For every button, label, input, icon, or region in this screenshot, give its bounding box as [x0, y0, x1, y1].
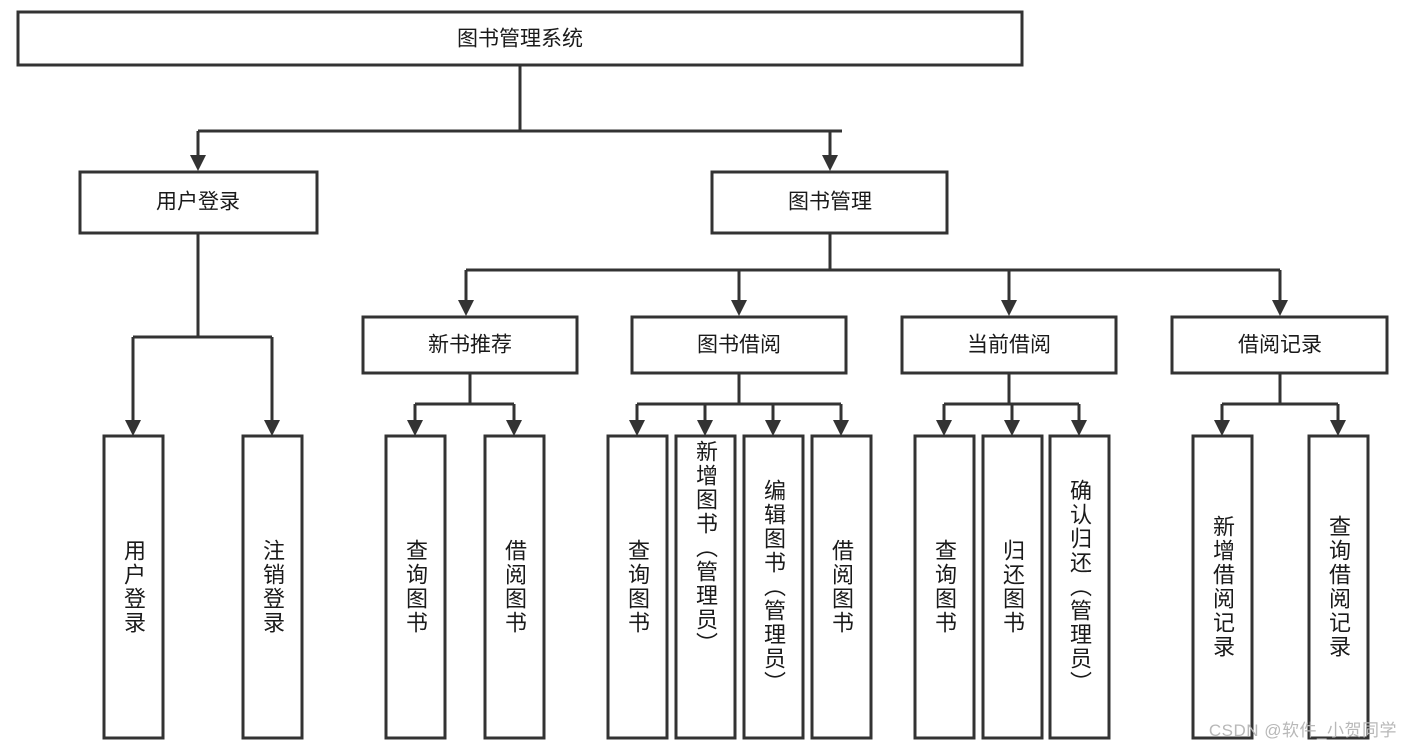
- connector-book-manage-to-level2: [458, 233, 1288, 316]
- node-current-borrow-label: 当前借阅: [967, 334, 1051, 357]
- connector-borrow-record-to-leaves: [1214, 373, 1346, 436]
- node-user-login-label: 用户登录: [156, 191, 240, 214]
- node-leaf-query-book-3[interactable]: [913, 434, 976, 740]
- node-leaf-query-book-1[interactable]: [384, 434, 447, 740]
- node-borrow-record[interactable]: 借阅记录: [1170, 315, 1389, 375]
- node-leaf-edit-book[interactable]: [742, 434, 805, 740]
- node-leaf-borrow-book-2[interactable]: [810, 434, 873, 740]
- node-book-manage[interactable]: 图书管理: [710, 170, 949, 235]
- node-leaf-borrow-book-1[interactable]: [483, 434, 546, 740]
- node-borrow-record-label: 借阅记录: [1238, 334, 1322, 357]
- node-leaf-query-book-2[interactable]: [606, 434, 669, 740]
- node-book-manage-label: 图书管理: [788, 191, 872, 214]
- node-root[interactable]: 图书管理系统: [16, 10, 1024, 67]
- connector-new-book-rec-to-leaves: [407, 373, 522, 436]
- connector-user-login-to-leaves: [125, 233, 280, 436]
- connector-root-to-level1: [190, 65, 842, 171]
- node-new-book-rec-label: 新书推荐: [428, 334, 512, 357]
- node-leaf-confirm-return[interactable]: [1048, 434, 1111, 740]
- node-user-login[interactable]: 用户登录: [78, 170, 319, 235]
- node-book-borrow[interactable]: 图书借阅: [630, 315, 848, 375]
- connector-book-borrow-to-leaves: [629, 373, 849, 436]
- node-leaf-add-book[interactable]: [674, 434, 737, 740]
- node-current-borrow[interactable]: 当前借阅: [900, 315, 1118, 375]
- node-new-book-rec[interactable]: 新书推荐: [361, 315, 579, 375]
- node-leaf-add-record[interactable]: [1191, 434, 1254, 740]
- node-leaf-user-login[interactable]: [102, 434, 165, 740]
- node-book-borrow-label: 图书借阅: [697, 334, 781, 357]
- node-root-label: 图书管理系统: [457, 28, 583, 51]
- node-leaf-user-logout[interactable]: [241, 434, 304, 740]
- connector-current-borrow-to-leaves: [936, 373, 1087, 436]
- node-leaf-return-book[interactable]: [981, 434, 1044, 740]
- node-leaf-query-record[interactable]: [1307, 434, 1370, 740]
- watermark-text: CSDN @软件_小贺同学: [1208, 721, 1397, 740]
